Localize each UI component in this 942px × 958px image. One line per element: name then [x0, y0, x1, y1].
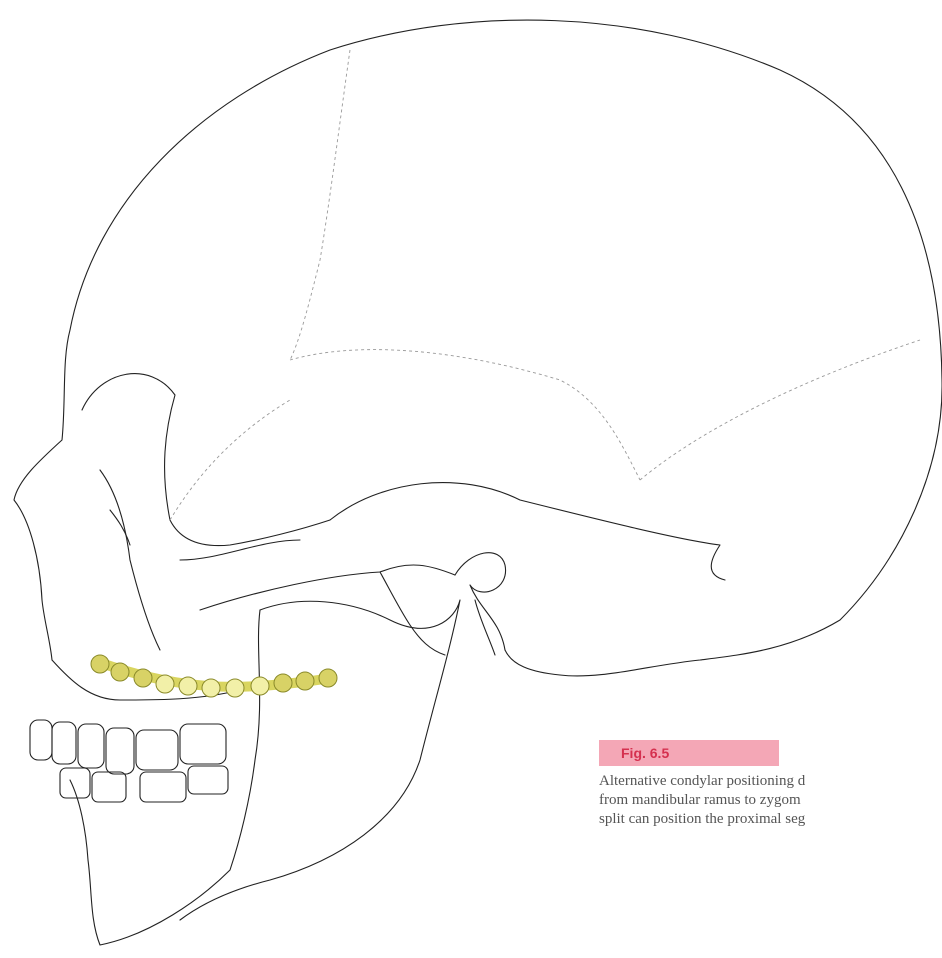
figure-label: Fig. 6.5	[599, 740, 779, 766]
zygomatic-arch	[200, 565, 455, 610]
ear-region	[455, 553, 506, 650]
cranium-outline	[70, 20, 942, 676]
teeth	[30, 720, 228, 802]
caption-line-1: Alternative condylar positioning d	[599, 772, 942, 791]
figure-caption: Alternative condylar positioning d from …	[599, 772, 942, 829]
caption-line-2: from mandibular ramus to zygom	[599, 791, 942, 810]
fixation-plate	[91, 655, 337, 697]
caption-line-3: split can position the proximal seg	[599, 810, 942, 829]
orbit-outline	[82, 374, 330, 546]
forehead-outline	[14, 330, 70, 660]
